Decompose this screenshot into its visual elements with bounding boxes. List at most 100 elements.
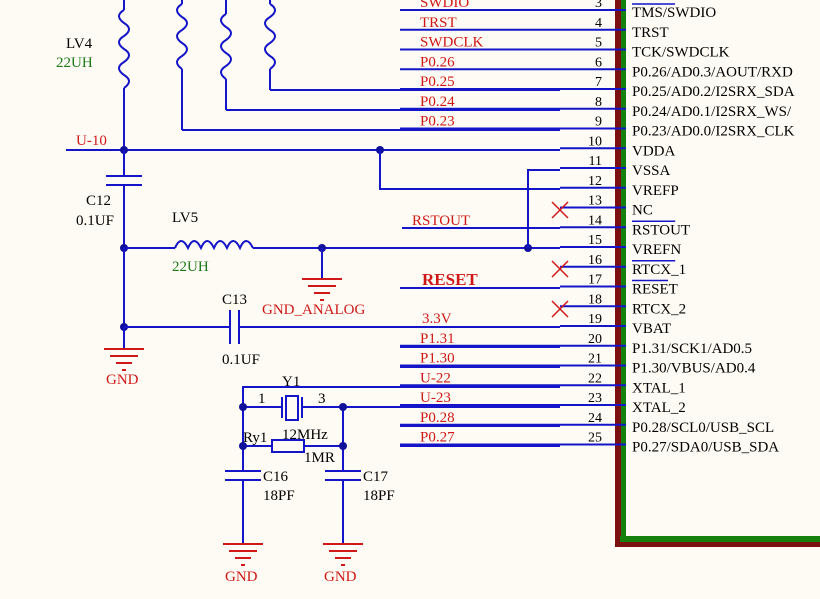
pin-number: 21 — [588, 352, 602, 367]
no-connect-marks — [551, 201, 569, 318]
pin-name: P1.30/VBUS/AD0.4 — [632, 361, 756, 377]
pin-number: 10 — [588, 134, 602, 149]
net-label: TRST — [420, 15, 457, 31]
pin-name: TRST — [632, 25, 669, 41]
pin-name: P0.28/SCL0/USB_SCL — [632, 420, 774, 436]
capacitor-c16 — [223, 470, 263, 566]
pin-number: 11 — [589, 154, 602, 169]
ry1-value: 1MR — [304, 450, 335, 466]
pin-name: TMS/SWDIO — [632, 5, 716, 21]
pin-name: VSSA — [632, 163, 671, 179]
pin-name: P0.27/SDA0/USB_SDA — [632, 440, 779, 456]
lv4-value: 22UH — [56, 55, 93, 71]
pin-number: 23 — [588, 391, 602, 406]
net-label: P1.30 — [420, 351, 455, 367]
net-label: P0.25 — [420, 74, 455, 90]
lv5-value: 22UH — [172, 259, 209, 275]
net-label: SWDCLK — [420, 35, 484, 51]
pin-number: 16 — [588, 253, 602, 268]
gnd-analog-symbol — [302, 248, 342, 301]
c17-value: 18PF — [363, 488, 395, 504]
pin-number: 22 — [588, 371, 602, 386]
net-label: P0.26 — [420, 54, 455, 70]
junction — [339, 403, 347, 411]
pin-name: XTAL_2 — [632, 400, 686, 416]
inductor-lv5 — [124, 240, 560, 251]
pin-name: RTCX_1 — [632, 262, 686, 278]
net-rstout-label: RSTOUT — [412, 213, 470, 229]
junction — [239, 442, 247, 450]
net-label: P0.24 — [420, 94, 455, 110]
gnd-label: GND — [106, 372, 139, 388]
pin-name: VREFP — [632, 183, 679, 199]
pin-number: 13 — [588, 194, 602, 209]
capacitor-c13 — [124, 310, 560, 344]
pin-name: P0.26/AD0.3/AOUT/RXD — [632, 64, 793, 80]
pin-number: 6 — [595, 55, 602, 70]
ry1-ref: Ry1 — [243, 430, 267, 446]
net-3v3-label: 3.3V — [422, 311, 452, 327]
gnd-symbol — [104, 327, 144, 371]
junction — [239, 403, 247, 411]
pin-name: P1.31/SCK1/AD0.5 — [632, 341, 752, 357]
pin-name: VREFN — [632, 242, 681, 258]
pin-name: RSTOUT — [632, 222, 690, 238]
pin-name: TCK/SWDCLK — [632, 45, 730, 61]
pin-number: 7 — [595, 75, 602, 90]
net-reset-label: RESET — [422, 270, 478, 289]
net-label: P0.27 — [420, 430, 455, 446]
y1-pin3: 3 — [318, 391, 326, 407]
c12-ref: C12 — [86, 193, 111, 209]
pin-name: VDDA — [632, 143, 675, 159]
c13-ref: C13 — [222, 292, 247, 308]
y1-pin1: 1 — [258, 391, 266, 407]
c13-value: 0.1UF — [222, 352, 260, 368]
net-vssa — [527, 169, 560, 248]
net-label: P0.28 — [420, 410, 455, 426]
pin-name: NC — [632, 203, 653, 219]
net-label: P0.23 — [420, 114, 455, 130]
ic-pin-8: 8P0.24/AD0.1/I2SRX_WS/P0.24 — [400, 94, 792, 120]
pin-name: RTCX_2 — [632, 301, 686, 317]
pin-number: 20 — [588, 332, 602, 347]
gnd-label-c17: GND — [324, 569, 357, 585]
pin-name: VBAT — [632, 321, 671, 337]
pin-number: 24 — [588, 411, 602, 426]
c12-value: 0.1UF — [76, 213, 114, 229]
pin-number: 15 — [588, 233, 602, 248]
ic-pin-6: 6P0.26/AD0.3/AOUT/RXD P0.26 — [400, 54, 793, 80]
pin-number: 17 — [588, 273, 602, 288]
junction — [339, 442, 347, 450]
lv5-ref: LV5 — [172, 210, 198, 226]
pin-name: RESET — [632, 282, 678, 298]
y1-ref: Y1 — [282, 374, 300, 390]
ic-bottom-band — [620, 536, 820, 542]
pin-number: 4 — [595, 16, 602, 31]
c16-ref: C16 — [263, 469, 289, 485]
gnd-label-c16: GND — [225, 569, 258, 585]
capacitor-c12 — [106, 150, 142, 248]
inductor-lv4 — [118, 0, 130, 150]
net-vrefp — [379, 150, 560, 190]
c16-value: 18PF — [263, 488, 295, 504]
pin-number: 5 — [595, 36, 602, 51]
pin-group: 3TMS/SWDIOSWDIO4TRSTTRST5TCK/SWDCLKSWDCL… — [400, 0, 795, 456]
